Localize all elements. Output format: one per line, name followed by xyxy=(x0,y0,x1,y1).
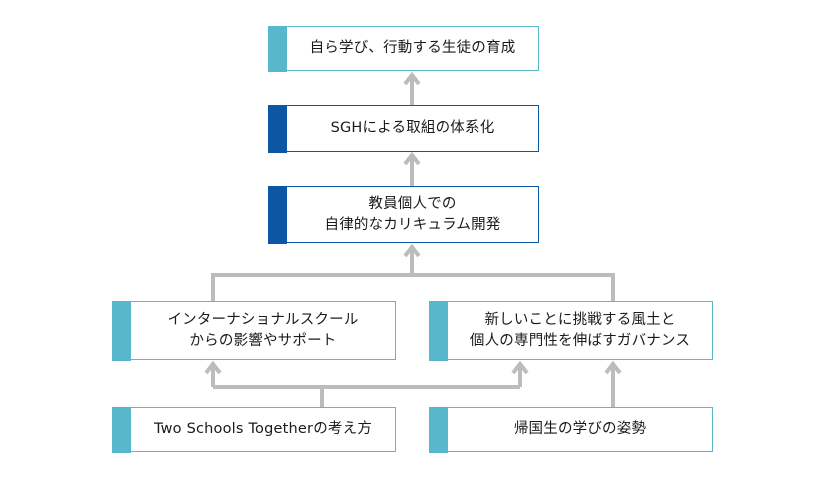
node-label: 自ら学び、行動する生徒の育成 xyxy=(309,40,516,56)
connector-two-schools-branch xyxy=(213,385,520,407)
node-label: Two Schools Togetherの考え方 xyxy=(153,421,373,437)
node-accent-bar xyxy=(111,406,131,453)
node-accent-bar xyxy=(111,300,131,361)
node-two-schools: Two Schools Togetherの考え方 xyxy=(111,406,396,453)
node-accent-bar xyxy=(267,25,287,72)
arrowhead-icon xyxy=(511,360,529,375)
node-accent-bar xyxy=(267,185,287,244)
arrowhead-icon xyxy=(204,360,222,375)
node-label: 新しいことに挑戦する風土と 個人の専門性を伸ばすガバナンス xyxy=(469,311,691,349)
node-accent-bar xyxy=(428,406,448,453)
node-goal: 自ら学び、行動する生徒の育成 xyxy=(267,25,539,72)
node-accent-bar xyxy=(428,300,448,361)
node-sgh: SGHによる取組の体系化 xyxy=(267,104,539,153)
node-accent-bar xyxy=(267,104,287,153)
node-culture: 新しいことに挑戦する風土と 個人の専門性を伸ばすガバナンス xyxy=(428,300,713,361)
connector-middle-to-curriculum xyxy=(211,273,615,301)
node-label: 帰国生の学びの姿勢 xyxy=(513,421,647,437)
node-label: インターナショナルスクール からの影響やサポート xyxy=(167,311,359,349)
node-curriculum: 教員個人での 自律的なカリキュラム開発 xyxy=(267,185,539,244)
node-returnees: 帰国生の学びの姿勢 xyxy=(428,406,713,453)
node-label: SGHによる取組の体系化 xyxy=(330,120,495,136)
arrowhead-icon xyxy=(403,71,421,86)
node-label: 教員個人での 自律的なカリキュラム開発 xyxy=(324,195,501,233)
arrowhead-icon xyxy=(604,360,622,375)
node-international-school: インターナショナルスクール からの影響やサポート xyxy=(111,300,396,361)
arrowhead-icon xyxy=(403,243,421,258)
arrowhead-icon xyxy=(403,151,421,166)
